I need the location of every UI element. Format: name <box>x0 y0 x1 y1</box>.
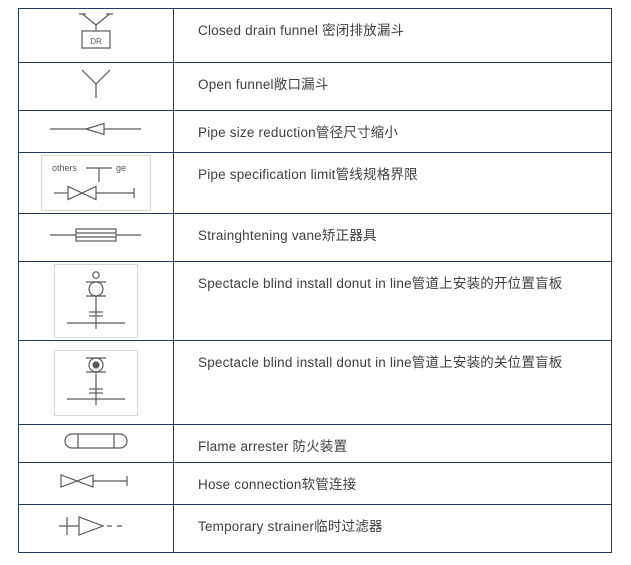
symbol-cell <box>18 462 174 505</box>
symbol-cell <box>18 261 174 341</box>
table-row: Open funnel敞口漏斗 <box>18 62 612 111</box>
pipe-size-reduction-symbol <box>50 122 141 136</box>
symbol-cell <box>18 340 174 425</box>
symbol-cell <box>18 504 174 553</box>
spectacle-blind-open-symbol <box>67 271 125 329</box>
pipe-specification-limit-symbol: others ge <box>52 163 135 201</box>
symbol-label-ge: ge <box>116 163 126 173</box>
row-label: Open funnel敞口漏斗 <box>198 77 329 92</box>
table-row: Hose connection软管连接 <box>18 462 612 505</box>
symbol-cell: others ge <box>18 152 174 214</box>
symbol-cell <box>18 110 174 153</box>
description-cell: Flame arrester 防火装置 <box>173 424 612 463</box>
row-label: Closed drain funnel 密闭排放漏斗 <box>198 23 405 38</box>
flame-arrester-symbol <box>64 433 128 449</box>
symbol-cell: DR <box>18 8 174 63</box>
symbol-label-dr: DR <box>90 37 102 46</box>
description-cell: Pipe size reduction管径尺寸缩小 <box>173 110 612 153</box>
symbol-cell <box>18 62 174 111</box>
row-label: Spectacle blind install donut in line管道上… <box>198 276 563 291</box>
table-row: Pipe size reduction管径尺寸缩小 <box>18 110 612 153</box>
table-row: others ge Pipe specification <box>18 152 612 214</box>
table-row: Flame arrester 防火装置 <box>18 424 612 463</box>
row-label: Pipe size reduction管径尺寸缩小 <box>198 125 399 140</box>
row-label: Spectacle blind install donut in line管道上… <box>198 355 563 370</box>
temporary-strainer-symbol <box>59 516 125 536</box>
straightening-vane-symbol <box>50 228 141 242</box>
symbol-frame <box>54 349 138 416</box>
open-funnel-symbol <box>81 69 111 98</box>
hose-connection-symbol <box>60 474 128 488</box>
table-row: Spectacle blind install donut in line管道上… <box>18 261 612 341</box>
description-cell: Temporary strainer临时过滤器 <box>173 504 612 553</box>
row-label: Flame arrester 防火装置 <box>198 439 348 454</box>
symbol-label-others: others <box>52 163 78 173</box>
row-label: Temporary strainer临时过滤器 <box>198 519 383 534</box>
table-row: Strainghtening vane矫正器具 <box>18 213 612 262</box>
symbol-frame <box>54 264 138 338</box>
description-cell: Strainghtening vane矫正器具 <box>173 213 612 262</box>
spectacle-blind-closed-symbol <box>67 356 125 405</box>
closed-drain-funnel-symbol: DR <box>79 13 113 49</box>
table-row: Temporary strainer临时过滤器 <box>18 504 612 553</box>
symbol-cell <box>18 213 174 262</box>
description-cell: Spectacle blind install donut in line管道上… <box>173 340 612 425</box>
description-cell: Hose connection软管连接 <box>173 462 612 505</box>
symbol-cell <box>18 424 174 463</box>
table-row: DR Closed drain funnel 密闭排放漏斗 <box>18 8 612 63</box>
row-label: Strainghtening vane矫正器具 <box>198 228 377 243</box>
description-cell: Closed drain funnel 密闭排放漏斗 <box>173 8 612 63</box>
symbol-legend-table: DR Closed drain funnel 密闭排放漏斗 Op <box>18 8 612 553</box>
description-cell: Spectacle blind install donut in line管道上… <box>173 261 612 341</box>
description-cell: Pipe specification limit管线规格界限 <box>173 152 612 214</box>
symbol-frame: others ge <box>41 155 151 211</box>
row-label: Pipe specification limit管线规格界限 <box>198 167 418 182</box>
row-label: Hose connection软管连接 <box>198 477 357 492</box>
table-row: Spectacle blind install donut in line管道上… <box>18 340 612 425</box>
description-cell: Open funnel敞口漏斗 <box>173 62 612 111</box>
